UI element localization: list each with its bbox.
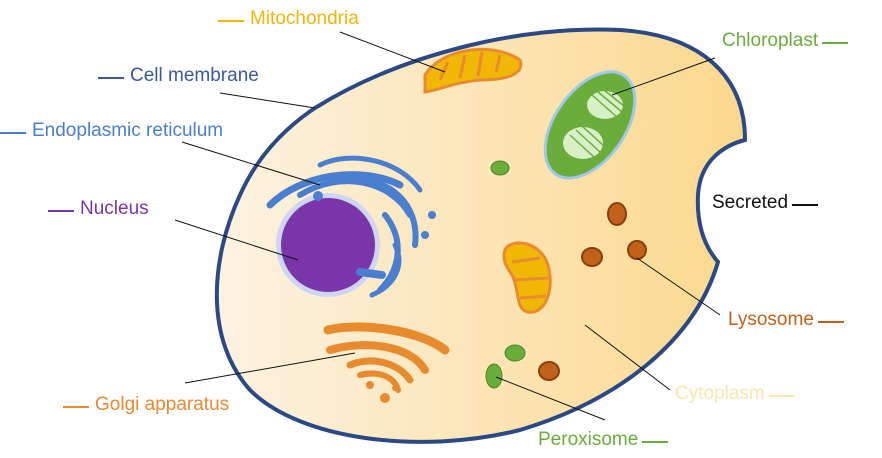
label-lysosome: Lysosome (728, 309, 844, 331)
endoplasmic-reticulum (266, 155, 436, 298)
leader-peroxisome (495, 376, 606, 421)
label-peroxisome: Peroxisome (538, 429, 669, 451)
leader-endoplasmic-reticulum (181, 141, 321, 186)
leader-chloroplast (611, 57, 716, 96)
golgi-apparatus (323, 322, 450, 403)
answer-blank[interactable] (48, 210, 74, 212)
leader-nucleus (174, 219, 299, 261)
answer-blank[interactable] (768, 395, 795, 397)
answer-blank[interactable] (63, 406, 89, 408)
answer-blank[interactable] (792, 204, 819, 206)
lysosome-4 (538, 361, 560, 381)
label-cell-membrane: Cell membrane (98, 65, 259, 87)
leader-cell-membrane (219, 92, 316, 109)
leader-golgi (184, 352, 356, 384)
leader-lysosome (636, 257, 721, 316)
mitochondrion-middle (502, 241, 552, 314)
answer-blank[interactable] (0, 132, 26, 134)
peroxisome-2 (504, 344, 526, 362)
chloroplast (543, 70, 637, 180)
lysosome-3 (627, 240, 647, 260)
leader-mitochondria (339, 31, 446, 73)
answer-blank[interactable] (642, 441, 669, 443)
label-nucleus: Nucleus (48, 198, 149, 220)
leader-lines (174, 31, 721, 421)
peroxisome-3 (485, 363, 503, 389)
leader-cytoplasm (584, 324, 671, 391)
mitochondrion-top (423, 47, 523, 94)
answer-blank[interactable] (218, 20, 244, 22)
answer-blank[interactable] (98, 77, 124, 79)
label-mitochondria: Mitochondria (218, 8, 359, 30)
answer-blank[interactable] (822, 42, 849, 44)
lysosome-2 (581, 247, 603, 267)
label-golgi-apparatus: Golgi apparatus (63, 394, 229, 416)
label-secreted: Secreted (712, 192, 819, 214)
label-chloroplast: Chloroplast (722, 30, 849, 52)
label-cytoplasm: Cytoplasm (675, 383, 795, 405)
answer-blank[interactable] (817, 321, 844, 323)
label-endoplasmic-reticulum: Endoplasmic reticulum (0, 120, 223, 142)
peroxisome-1 (490, 160, 510, 176)
lysosome-1 (607, 202, 627, 226)
